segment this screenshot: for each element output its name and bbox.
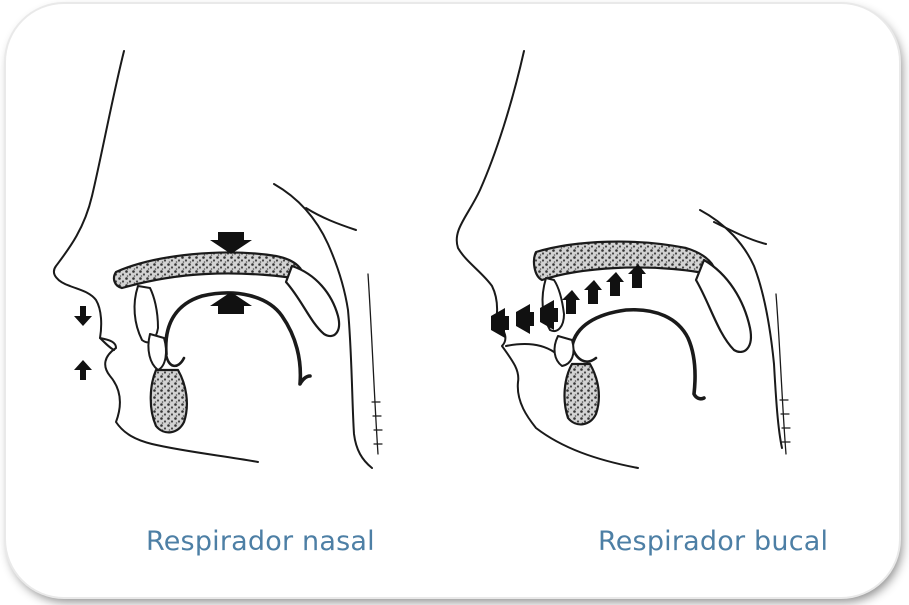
mandible <box>151 370 187 432</box>
soft-palate <box>286 266 339 336</box>
upper-incisor <box>135 286 158 342</box>
caption-nasal-breather: Respirador nasal <box>146 526 375 557</box>
hard-palate <box>534 242 715 280</box>
soft-palate <box>696 260 751 352</box>
hard-palate <box>114 253 303 288</box>
breathing-diagram <box>6 4 899 597</box>
mandible <box>565 364 599 424</box>
caption-mouth-breather: Respirador bucal <box>598 526 828 557</box>
mouth-breather-illustration <box>457 51 790 468</box>
arrow-icon <box>491 264 646 338</box>
figure-frame: Respirador nasal Respirador bucal <box>6 4 899 597</box>
nasal-breather-illustration <box>54 51 382 468</box>
